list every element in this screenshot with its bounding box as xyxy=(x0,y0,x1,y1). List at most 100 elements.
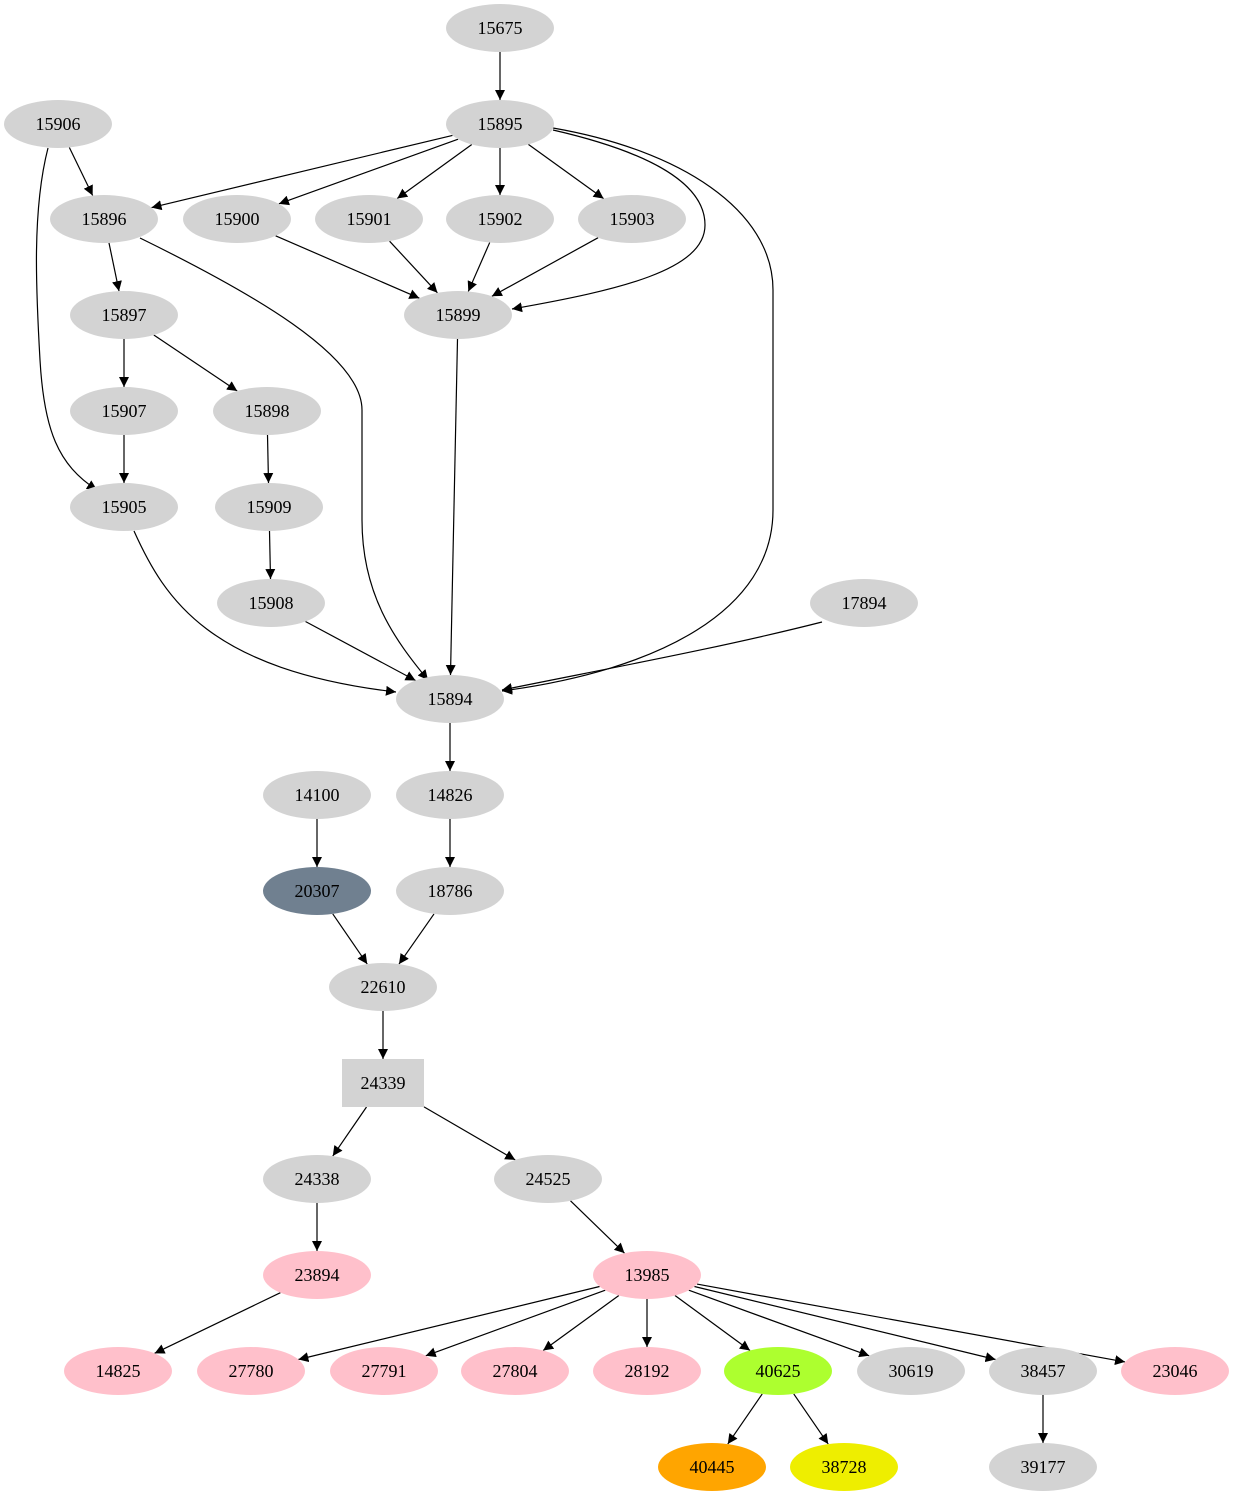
node-15903[interactable]: 15903 xyxy=(578,195,686,243)
node-17894[interactable]: 17894 xyxy=(810,579,918,627)
edge-15901-to-15899 xyxy=(389,240,438,294)
node-label: 15901 xyxy=(347,209,392,229)
edge-20307-to-22610 xyxy=(332,913,368,965)
node-box-shape xyxy=(342,1059,424,1107)
node-15901[interactable]: 15901 xyxy=(315,195,423,243)
edge-23894-to-14825 xyxy=(154,1292,281,1354)
edge-13985-to-27791 xyxy=(425,1289,606,1358)
node-39177[interactable]: 39177 xyxy=(989,1443,1097,1491)
node-13985[interactable]: 13985 xyxy=(593,1251,701,1299)
edge-13985-to-40625 xyxy=(674,1295,751,1351)
node-label: 38728 xyxy=(822,1457,867,1477)
node-15899[interactable]: 15899 xyxy=(404,291,512,339)
edge-18786-to-22610 xyxy=(398,913,435,965)
node-15900[interactable]: 15900 xyxy=(183,195,291,243)
node-24338[interactable]: 24338 xyxy=(263,1155,371,1203)
node-label: 14826 xyxy=(428,785,473,805)
node-ellipse-shape xyxy=(396,771,504,819)
node-ellipse-shape xyxy=(70,387,178,435)
node-ellipse-shape xyxy=(593,1347,701,1395)
node-ellipse-shape xyxy=(4,100,112,148)
node-23046[interactable]: 23046 xyxy=(1121,1347,1229,1395)
node-14100[interactable]: 14100 xyxy=(263,771,371,819)
edge-15906-to-15896 xyxy=(68,147,94,196)
node-label: 18786 xyxy=(428,881,473,901)
node-ellipse-shape xyxy=(404,291,512,339)
node-15895[interactable]: 15895 xyxy=(446,100,554,148)
node-ellipse-shape xyxy=(461,1347,569,1395)
node-ellipse-shape xyxy=(263,771,371,819)
node-23894[interactable]: 23894 xyxy=(263,1251,371,1299)
node-label: 15902 xyxy=(478,209,523,229)
node-label: 15900 xyxy=(215,209,260,229)
node-ellipse-shape xyxy=(263,1251,371,1299)
node-label: 28192 xyxy=(625,1361,670,1381)
node-18786[interactable]: 18786 xyxy=(396,867,504,915)
node-label: 13985 xyxy=(625,1265,670,1285)
node-label: 14825 xyxy=(96,1361,141,1381)
node-ellipse-shape xyxy=(658,1443,766,1491)
node-ellipse-shape xyxy=(857,1347,965,1395)
node-40625[interactable]: 40625 xyxy=(724,1347,832,1395)
node-15896[interactable]: 15896 xyxy=(50,195,158,243)
edge-24339-to-24338 xyxy=(332,1106,367,1157)
node-40445[interactable]: 40445 xyxy=(658,1443,766,1491)
node-15675[interactable]: 15675 xyxy=(446,4,554,52)
node-ellipse-shape xyxy=(593,1251,701,1299)
node-ellipse-shape xyxy=(810,579,918,627)
edge-15895-to-15903 xyxy=(528,143,604,200)
node-ellipse-shape xyxy=(578,195,686,243)
node-24339[interactable]: 24339 xyxy=(342,1059,424,1107)
node-label: 22610 xyxy=(361,977,406,997)
node-15905[interactable]: 15905 xyxy=(70,483,178,531)
edge-13985-to-27780 xyxy=(298,1285,600,1363)
node-15902[interactable]: 15902 xyxy=(446,195,554,243)
node-15908[interactable]: 15908 xyxy=(217,579,325,627)
node-label: 30619 xyxy=(889,1361,934,1381)
node-label: 15906 xyxy=(36,114,81,134)
node-label: 15895 xyxy=(478,114,523,134)
node-ellipse-shape xyxy=(446,195,554,243)
node-ellipse-shape xyxy=(217,579,325,627)
node-label: 15675 xyxy=(478,18,523,38)
node-label: 15908 xyxy=(249,593,294,613)
node-ellipse-shape xyxy=(263,1155,371,1203)
node-27791[interactable]: 27791 xyxy=(330,1347,438,1395)
node-15894[interactable]: 15894 xyxy=(396,675,504,723)
node-24525[interactable]: 24525 xyxy=(494,1155,602,1203)
node-28192[interactable]: 28192 xyxy=(593,1347,701,1395)
node-ellipse-shape xyxy=(215,483,323,531)
node-15897[interactable]: 15897 xyxy=(70,291,178,339)
node-14825[interactable]: 14825 xyxy=(64,1347,172,1395)
node-label: 38457 xyxy=(1021,1361,1066,1381)
node-38728[interactable]: 38728 xyxy=(790,1443,898,1491)
node-ellipse-shape xyxy=(989,1443,1097,1491)
node-label: 40625 xyxy=(756,1361,801,1381)
node-ellipse-shape xyxy=(197,1347,305,1395)
node-label: 17894 xyxy=(842,593,887,613)
node-ellipse-shape xyxy=(396,675,504,723)
node-15907[interactable]: 15907 xyxy=(70,387,178,435)
node-27804[interactable]: 27804 xyxy=(461,1347,569,1395)
node-ellipse-shape xyxy=(329,963,437,1011)
node-ellipse-shape xyxy=(446,4,554,52)
node-label: 23894 xyxy=(295,1265,340,1285)
node-38457[interactable]: 38457 xyxy=(989,1347,1097,1395)
node-27780[interactable]: 27780 xyxy=(197,1347,305,1395)
edge-40625-to-38728 xyxy=(793,1393,829,1445)
node-label: 23046 xyxy=(1153,1361,1198,1381)
node-14826[interactable]: 14826 xyxy=(396,771,504,819)
edge-15900-to-15899 xyxy=(275,235,420,299)
node-15906[interactable]: 15906 xyxy=(4,100,112,148)
node-30619[interactable]: 30619 xyxy=(857,1347,965,1395)
node-22610[interactable]: 22610 xyxy=(329,963,437,1011)
edge-24339-to-24525 xyxy=(423,1106,516,1161)
node-ellipse-shape xyxy=(263,867,371,915)
node-label: 15897 xyxy=(102,305,147,325)
node-15898[interactable]: 15898 xyxy=(213,387,321,435)
edge-15909-to-15908 xyxy=(265,530,276,580)
node-15909[interactable]: 15909 xyxy=(215,483,323,531)
node-20307[interactable]: 20307 xyxy=(263,867,371,915)
node-label: 24525 xyxy=(526,1169,571,1189)
